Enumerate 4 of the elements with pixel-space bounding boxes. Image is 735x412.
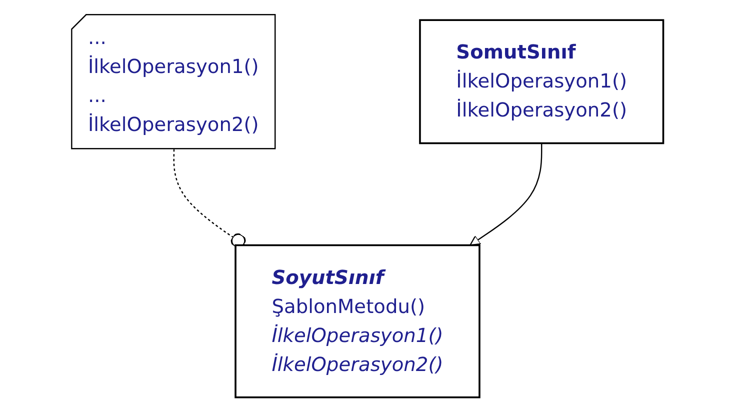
node-box: SoyutSınıf ŞablonMetodu() İlkelOperasyon1() İlkelOperasyon2() [234, 244, 480, 398]
connector [173, 149, 246, 248]
arrow [470, 143, 542, 246]
node-box: SomutSınıf İlkelOperasyon1() İlkelOperasyon2() [419, 19, 664, 144]
